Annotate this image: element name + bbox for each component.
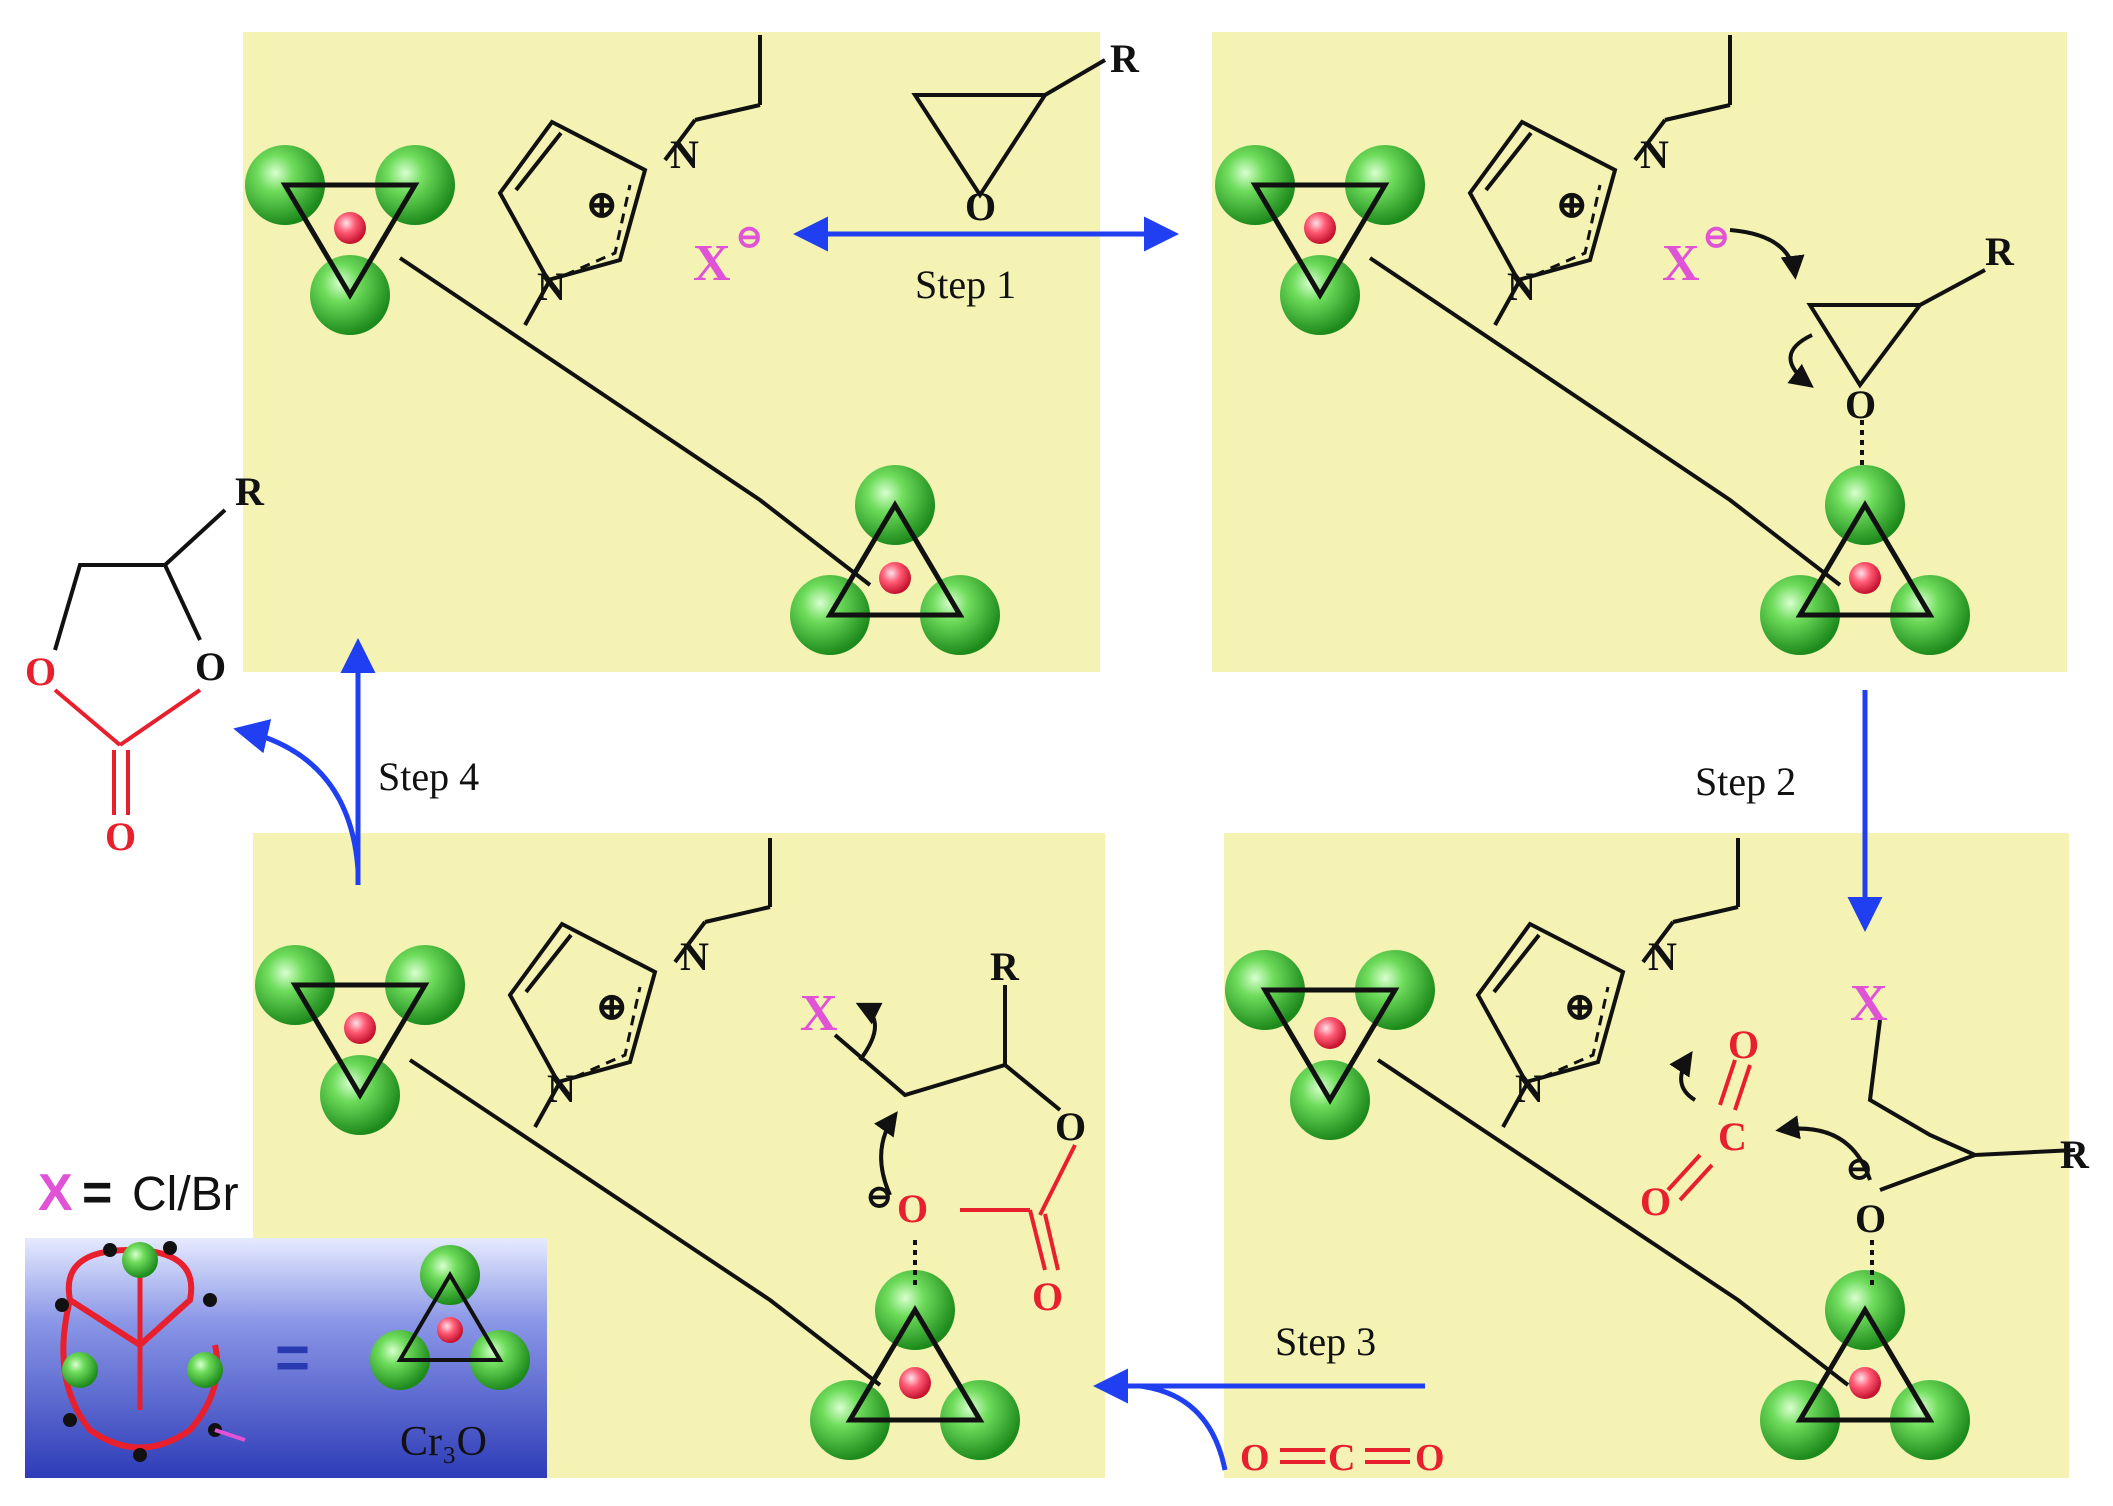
atom-r: R [1110,36,1140,81]
cation-charge: ⊕ [595,984,629,1029]
product-release-arrow [233,719,361,871]
carbonate-o: O [1032,1274,1063,1319]
co2-c: C [1718,1114,1747,1159]
atom-n: N [1648,934,1677,979]
halide-x: X [1850,975,1888,1032]
atom-o: O [1855,1196,1886,1241]
co2-o-right: O [1415,1437,1445,1479]
step3-label: Step 3 [1275,1319,1376,1364]
atom-r: R [1985,229,2015,274]
atom-r: R [2060,1132,2090,1177]
panel2-structure [1215,35,1986,655]
legend-halides: Cl/Br [132,1168,239,1221]
atom-n: N [680,934,709,979]
atom-n: N [547,1066,576,1111]
co2-c-center: C [1328,1437,1355,1479]
oxo-center [1849,1367,1881,1399]
atom-n: N [1515,1066,1544,1111]
legend-cluster-label: Cr₃O [400,1419,487,1465]
carbonate-o: O [897,1186,928,1231]
co2-feed-curve [1139,1383,1228,1471]
product-o-carbonyl: O [105,814,136,859]
panel-bottom-left-structure [255,838,1077,1460]
atom-o: O [1055,1104,1086,1149]
atom-o: O [965,184,996,229]
atom-n: N [670,132,699,177]
panel1-structure [245,35,1107,655]
atom-n: N [1507,264,1536,309]
step1-label: Step 1 [915,262,1016,307]
atom-r: R [990,944,1020,989]
cation-charge: ⊕ [1555,182,1589,227]
cation-charge: ⊕ [1563,984,1597,1029]
legend-cr3o-symbol [370,1245,530,1390]
oxo-center [334,212,366,244]
panel-bottom-right [1224,833,2069,1478]
oxo-center [899,1367,931,1399]
legend-eq-sign: = [275,1324,310,1391]
panel-top-right [1212,32,2067,672]
mof-cluster-model [55,1241,246,1462]
oxo-center [1849,562,1881,594]
legend-equals: = [82,1164,112,1222]
cation-charge: ⊕ [585,182,619,227]
co2-o-left: O [1240,1437,1270,1479]
oxo-center [344,1012,376,1044]
halide-x: X [1662,235,1700,292]
anion-charge: ⊖ [1702,219,1731,256]
product-o-ring: O [195,644,226,689]
step4-label: Step 4 [378,754,479,799]
atom-n: N [1640,132,1669,177]
step2-label: Step 2 [1695,759,1796,804]
anion-charge: ⊖ [1845,1151,1874,1188]
atom-n: N [537,264,566,309]
panel-bottom-right-structure [1225,838,2076,1460]
panel-top-left [243,32,1100,672]
co2-o: O [1640,1179,1671,1224]
anion-charge: ⊖ [865,1179,894,1216]
oxo-center [1304,212,1336,244]
product-r: R [235,469,265,514]
atom-o: O [1845,382,1876,427]
legend-x-symbol: X [38,1164,73,1222]
anion-charge: ⊖ [735,219,764,256]
oxo-center [879,562,911,594]
halide-x: X [693,235,731,292]
free-co2 [1280,1448,1410,1464]
cyclic-carbonate-product [53,508,227,815]
co2-o: O [1728,1022,1759,1067]
oxo-center [1314,1017,1346,1049]
halide-x: X [800,985,838,1042]
product-o-ring: O [25,649,56,694]
